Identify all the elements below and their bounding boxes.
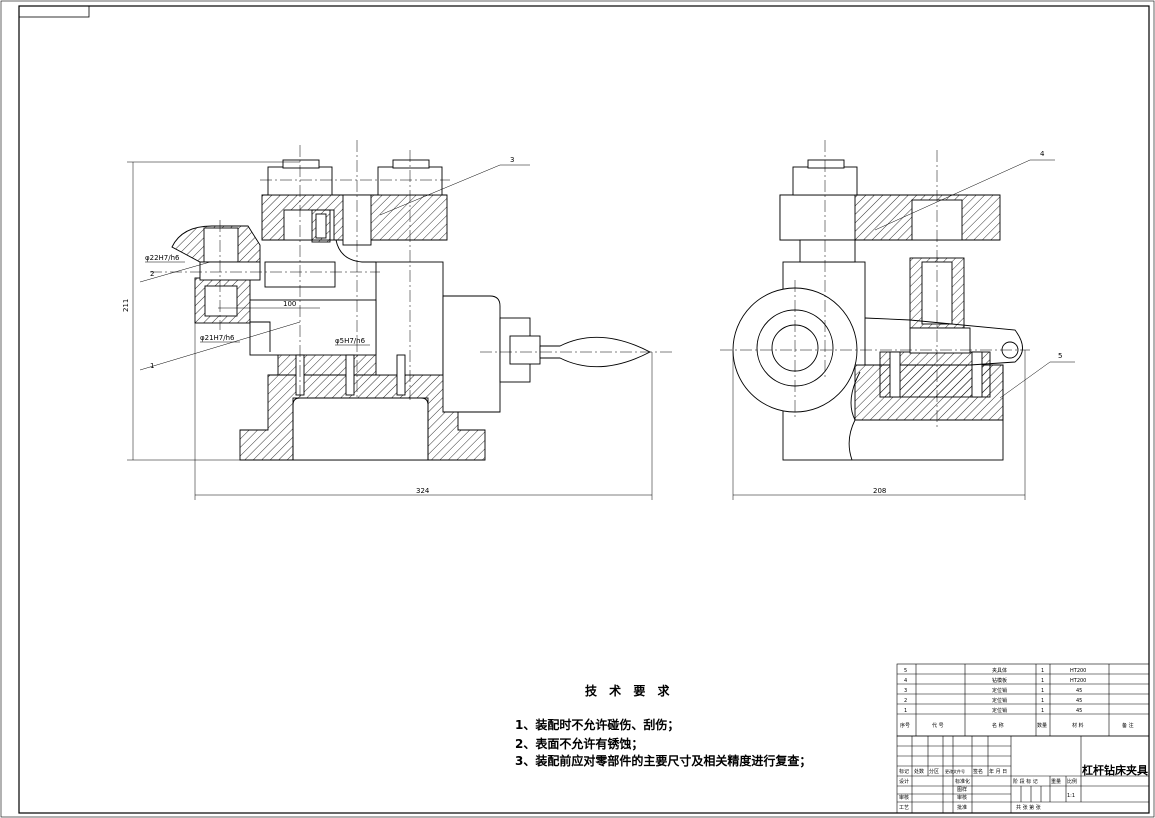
tb-zone: 分区 [929,768,939,775]
tb-count: 处数 [914,768,924,775]
side-dimensions [732,159,1075,500]
bom-no: 2 [904,698,907,704]
dim-width-side: 208 [873,487,886,495]
bom-no: 1 [904,708,907,714]
fit-upper: φ22H7/h6 [145,254,180,262]
balloon-3: 3 [510,156,514,164]
bom-header-code: 代 号 [932,722,944,729]
drawing-title: 杠杆钻床夹具 [1082,763,1148,777]
tb-craft: 工艺 [899,805,909,811]
tb-weight: 重量 [1051,778,1061,785]
tb-sheets: 共 张 第 张 [1016,804,1041,811]
bom-header-remark: 备 注 [1122,722,1134,729]
bom-qty: 1 [1041,708,1044,714]
bom-name: 定位销 [992,707,1007,714]
bom-qty: 1 [1041,668,1044,674]
tb-check: 审核 [957,794,967,801]
tb-review: 审核 [899,794,909,801]
front-dimensions [127,161,653,500]
balloon-5: 5 [1058,352,1062,360]
tb-draw: 图样 [957,786,967,793]
tb-sign: 签名 [973,768,983,775]
side-view [732,159,1023,461]
tb-design: 设计 [899,778,909,785]
tb-approve: 批准 [957,804,967,811]
tech-requirement-3: 3、装配前应对零部件的主要尺寸及相关精度进行复查； [515,754,812,768]
dim-height: 211 [122,299,130,312]
bom-material: HT200 [1070,668,1086,674]
side-centerlines [720,140,1030,430]
dim-width-front: 324 [416,487,430,495]
bom-no: 3 [904,688,907,694]
bom-no: 4 [904,678,907,684]
fit-center: φ5H7/h6 [335,337,366,345]
bom-header-no: 序号 [900,722,910,729]
front-centerlines [150,140,675,400]
tb-mark: 标记 [899,768,909,775]
tech-requirement-2: 2、表面不允许有锈蚀； [515,737,644,751]
tech-requirements-title: 技 术 要 求 [585,684,674,698]
tb-doc: 更改文件号 [945,768,965,774]
title-block-text: 标记 处数 分区 更改文件号 签名 年 月 日 设计 标准化 图样 审核 审核 … [899,768,1077,811]
bom-material: 45 [1076,698,1082,704]
balloon-4: 4 [1040,150,1045,158]
balloon-2: 2 [150,270,154,278]
tb-std: 标准化 [955,778,970,785]
bom-qty: 1 [1041,698,1044,704]
balloon-1: 1 [150,362,154,370]
tb-date: 年 月 日 [989,768,1007,775]
bom-no: 5 [904,668,907,674]
bom-name: 夹具体 [992,667,1007,674]
tb-scale: 1:1 [1067,793,1075,799]
bom-material: 45 [1076,708,1082,714]
front-view [171,159,651,461]
bom-name: 钻模板 [992,677,1007,684]
title-block [896,735,1150,814]
bom-header-material: 材 料 [1072,722,1084,729]
bom-name: 定位销 [992,697,1007,704]
bom-rows: 5 夹具体 1 HT200 4 钻模板 1 HT200 3 定位销 1 45 2… [900,667,1134,729]
corner-code-box [18,5,90,18]
dim-hole-spacing: 100 [283,300,296,308]
tech-requirement-1: 1、装配时不允许碰伤、刮伤； [515,718,680,732]
inner-border [18,5,1150,814]
tb-stage: 阶 段 标 记 [1013,778,1038,785]
tb-scale-label: 比例 [1067,778,1077,785]
bom-header-name: 名 称 [992,722,1004,729]
bom-material: HT200 [1070,678,1086,684]
bom-qty: 1 [1041,688,1044,694]
bom-name: 定位销 [992,687,1007,694]
bom-material: 45 [1076,688,1082,694]
bom-header-qty: 数量 [1037,722,1047,729]
fit-lower: φ21H7/h6 [200,334,235,342]
bom-qty: 1 [1041,678,1044,684]
